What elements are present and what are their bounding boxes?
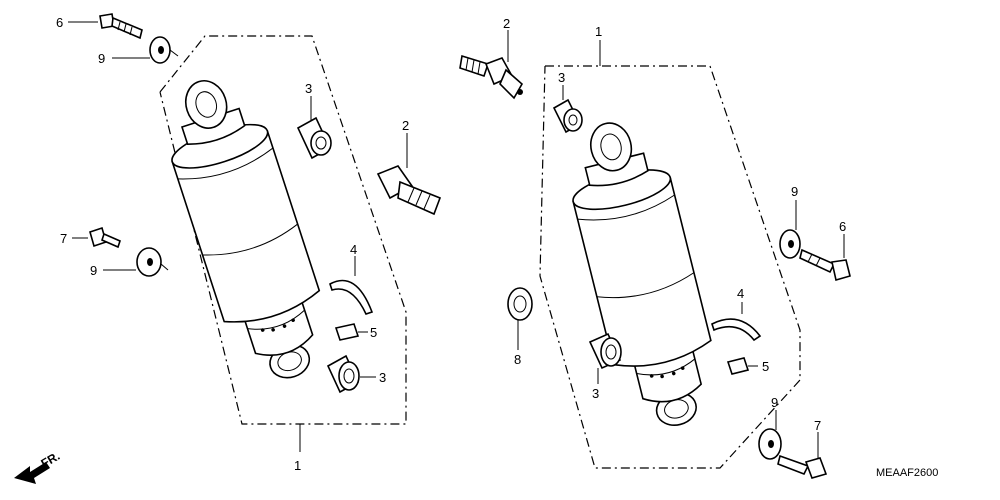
right-bolt-7 xyxy=(777,454,828,479)
right-washer-8 xyxy=(507,287,533,321)
front-arrow-icon xyxy=(14,462,50,484)
callout-right-3-bottom: 3 xyxy=(592,386,599,401)
callout-left-9-top: 9 xyxy=(98,51,105,66)
left-bolt-6 xyxy=(99,13,143,40)
right-stud-2 xyxy=(459,54,524,100)
right-shock-absorber xyxy=(572,122,712,426)
left-ring-4 xyxy=(329,279,374,315)
callout-left-3-bottom: 3 xyxy=(379,370,386,385)
callout-left-7: 7 xyxy=(60,231,67,246)
right-washer-9-mid xyxy=(779,229,801,259)
left-washer-9-mid xyxy=(136,247,169,277)
callout-left-1: 1 xyxy=(294,458,301,473)
left-shock-absorber xyxy=(171,80,321,379)
left-washer-9-top xyxy=(149,36,179,64)
callout-left-9-mid: 9 xyxy=(90,263,97,278)
callout-left-3-top: 3 xyxy=(305,81,312,96)
callout-right-6: 6 xyxy=(839,219,846,234)
callout-right-5: 5 xyxy=(762,359,769,374)
callout-right-9-mid: 9 xyxy=(791,184,798,199)
diagram-code: MEAAF2600 xyxy=(876,467,938,479)
right-assembly-outline xyxy=(539,65,801,469)
right-tag-5 xyxy=(726,357,750,375)
callout-left-5: 5 xyxy=(370,325,377,340)
right-bushing-3-top xyxy=(552,98,583,134)
right-washer-9-bottom xyxy=(758,428,782,460)
callout-right-8: 8 xyxy=(514,352,521,367)
callout-right-2: 2 xyxy=(503,16,510,31)
left-bushing-3-top xyxy=(296,116,332,160)
left-tag-5 xyxy=(334,323,360,341)
callout-left-6: 6 xyxy=(56,15,63,30)
left-assembly-outline xyxy=(159,35,407,425)
callout-right-3-top: 3 xyxy=(558,70,565,85)
callout-right-4: 4 xyxy=(737,286,744,301)
right-bolt-6 xyxy=(799,248,851,282)
left-assembly xyxy=(68,13,442,452)
callout-left-2: 2 xyxy=(402,118,409,133)
callout-right-9-bottom: 9 xyxy=(771,395,778,410)
right-assembly xyxy=(459,30,851,479)
front-direction-arrow: FR. xyxy=(14,449,62,484)
callout-right-7: 7 xyxy=(814,418,821,433)
callout-right-1: 1 xyxy=(595,24,602,39)
left-bolt-7 xyxy=(89,226,121,249)
left-stud-2 xyxy=(376,165,442,216)
right-ring-4 xyxy=(711,318,762,342)
callout-left-4: 4 xyxy=(350,242,357,257)
left-bushing-3-bottom xyxy=(326,354,360,394)
right-bushing-3-bottom xyxy=(588,332,622,370)
